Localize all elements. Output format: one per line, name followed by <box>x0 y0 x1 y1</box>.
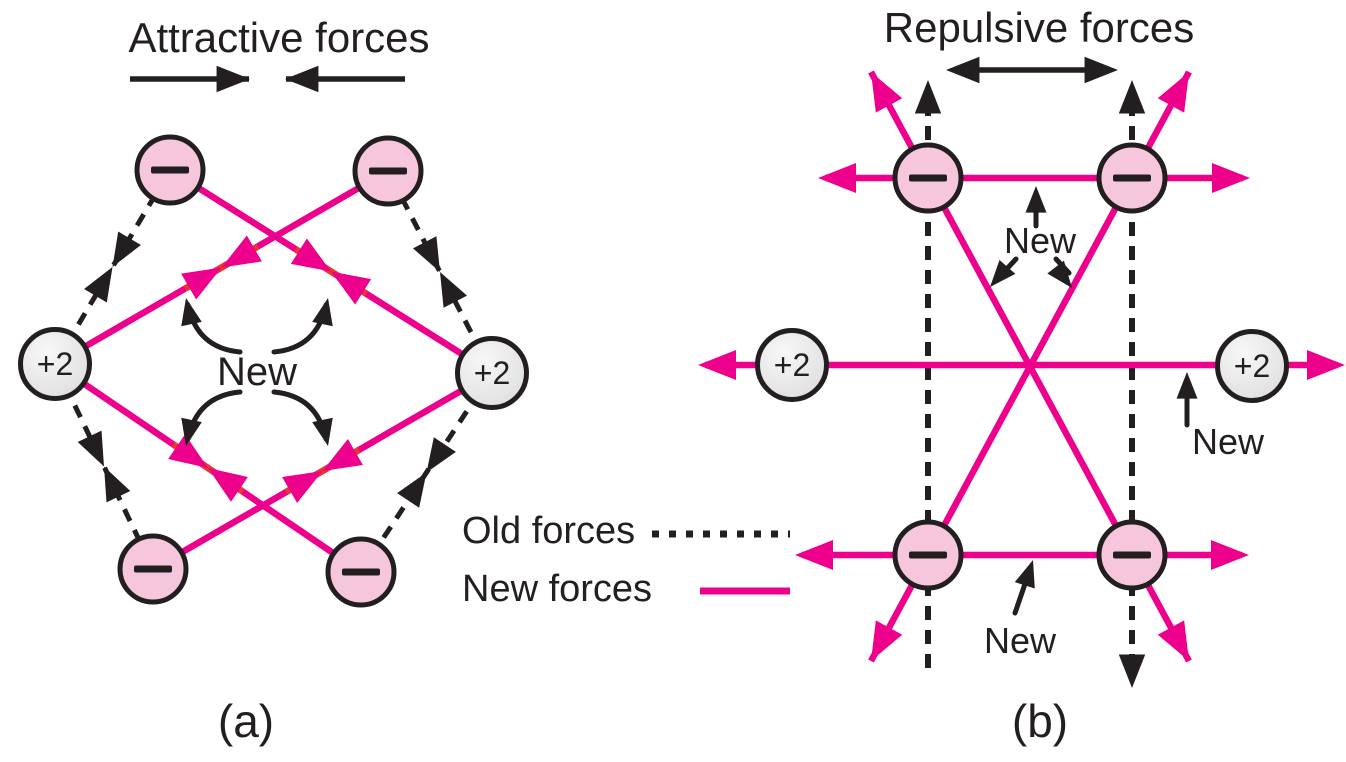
minus-icon <box>151 166 189 174</box>
panel-b-caption: (b) <box>1012 695 1068 747</box>
positive-charge-label: +2 <box>774 347 810 383</box>
minus-icon <box>342 568 380 576</box>
old-force-edge-left-top <box>52 168 173 366</box>
legend-old-label: Old forces <box>462 510 635 552</box>
panel-a-title: Attractive forces <box>128 14 429 61</box>
legend-new-label: New forces <box>462 568 652 610</box>
panel-b-new-annotation-bottom: New <box>984 556 1057 661</box>
charge-negative-top-left-b <box>892 142 964 214</box>
panel-b-new-annotation-top: New <box>982 186 1081 295</box>
new-label: New <box>1004 220 1077 261</box>
panel-b-title: Repulsive forces <box>884 4 1194 51</box>
minus-icon <box>1113 174 1151 182</box>
minus-icon <box>909 551 947 559</box>
old-force-edges <box>52 168 495 574</box>
charge-negative-top-left <box>134 134 206 206</box>
new-annotation-arc <box>271 389 329 442</box>
minus-icon <box>134 565 172 573</box>
panel-a-caption: (a) <box>218 695 274 747</box>
attractive-forces-arrow-icon <box>130 65 405 93</box>
old-force-edge-right-top <box>385 169 495 375</box>
positive-charge-label: +2 <box>37 346 73 382</box>
minus-icon <box>369 167 407 175</box>
new-force-lines <box>53 167 494 575</box>
charge-negative-bottom-right-b <box>1096 519 1168 591</box>
new-annotation-arc <box>185 389 243 442</box>
charge-positive-right-b: +2 <box>1215 329 1289 403</box>
charge-negative-top-right <box>352 135 424 207</box>
old-force-edge-left-bottom <box>52 362 156 571</box>
new-label: New <box>217 350 297 394</box>
charge-negative-top-right-b <box>1096 142 1168 214</box>
new-annotation-arc <box>271 302 329 355</box>
minus-icon <box>1113 551 1151 559</box>
positive-charge-label: +2 <box>1234 348 1270 384</box>
panel-a-new-annotation: New <box>175 295 339 449</box>
charge-positive-left-b: +2 <box>755 328 829 402</box>
minus-icon <box>909 174 947 182</box>
panel-a: Attractive forces <box>18 14 529 747</box>
charge-positive-left: +2 <box>18 327 92 401</box>
charge-negative-bottom-left <box>117 533 189 605</box>
charge-negative-bottom-right <box>325 536 397 608</box>
panel-b: Repulsive forces <box>698 4 1345 747</box>
new-label: New <box>1192 421 1265 462</box>
new-label: New <box>984 620 1057 661</box>
repulsive-forces-arrow-icon <box>946 56 1118 84</box>
legend: Old forces New forces <box>462 510 790 610</box>
charge-positive-right: +2 <box>455 336 529 410</box>
panel-b-new-annotation-right: New <box>1176 372 1265 462</box>
charge-negative-bottom-left-b <box>892 519 964 591</box>
new-annotation-arc <box>185 302 243 355</box>
positive-charge-label: +2 <box>474 355 510 391</box>
